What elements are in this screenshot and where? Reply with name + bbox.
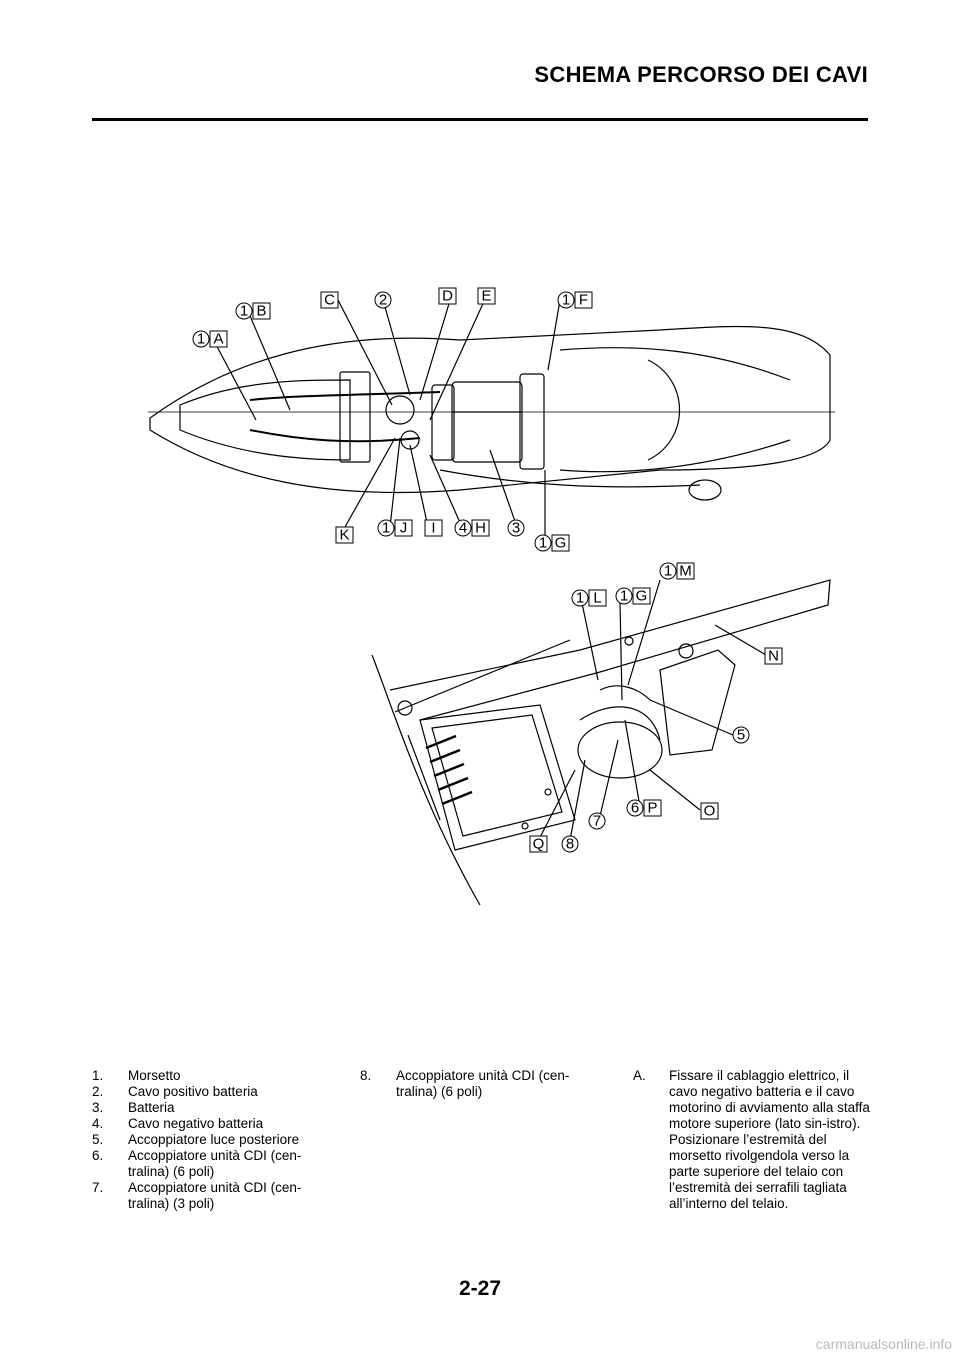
callout-5: 5: [732, 726, 750, 744]
svg-text:7: 7: [593, 813, 601, 830]
legend-item: 5.Accoppiatore luce posteriore: [92, 1132, 300, 1147]
svg-text:H: H: [475, 520, 486, 537]
callout-7: 7: [588, 812, 606, 830]
svg-text:D: D: [442, 288, 453, 305]
svg-text:N: N: [768, 648, 779, 665]
callout-O: O: [700, 802, 719, 820]
callout-E: E: [477, 287, 496, 305]
callout-1M: 1 M: [659, 562, 695, 580]
callout-1J: 1 J: [377, 519, 413, 537]
svg-text:1: 1: [240, 303, 248, 320]
svg-text:1: 1: [539, 535, 547, 552]
legend-item: 3.Batteria: [92, 1100, 175, 1115]
legend-item: 7.Accoppiatore unità CDI (cen-tralina) (…: [92, 1180, 302, 1211]
legend-item: 6.Accoppiatore unità CDI (cen-tralina) (…: [92, 1148, 302, 1179]
svg-text:B: B: [256, 303, 266, 320]
legend-item: 2.Cavo positivo batteria: [92, 1084, 258, 1099]
callout-1G-top: 1 G: [534, 534, 570, 552]
svg-text:Q: Q: [533, 836, 545, 853]
svg-text:P: P: [647, 800, 657, 817]
svg-text:4: 4: [459, 520, 467, 537]
legend-column-1: 1.Morsetto 2.Cavo positivo batteria 3.Ba…: [92, 1068, 328, 1212]
svg-text:2: 2: [379, 292, 387, 309]
svg-text:K: K: [339, 527, 349, 544]
page-number: 2-27: [458, 1277, 502, 1300]
callout-C: C: [320, 291, 339, 309]
svg-text:3: 3: [512, 520, 520, 537]
svg-text:1: 1: [562, 292, 570, 309]
svg-text:1: 1: [576, 590, 584, 607]
svg-text:C: C: [324, 292, 335, 309]
legend-column-3: A.Fissare il cablaggio elettrico, il cav…: [633, 1068, 873, 1212]
svg-text:6: 6: [631, 800, 639, 817]
callout-1L: 1 L: [571, 589, 607, 607]
svg-text:1: 1: [620, 588, 628, 605]
callout-2: 2: [374, 291, 392, 309]
callout-I: I: [424, 519, 443, 537]
callout-1A: 1 A: [192, 330, 228, 348]
callout-6P: 6 P: [626, 799, 662, 817]
callout-N: N: [764, 647, 783, 665]
callout-Q: Q: [529, 835, 548, 853]
svg-text:I: I: [431, 520, 435, 537]
svg-text:F: F: [579, 292, 588, 309]
callout-1F: 1 F: [557, 291, 593, 309]
callout-4H: 4 H: [454, 519, 490, 537]
legend-item: 8.Accoppiatore unità CDI (cen-tralina) (…: [360, 1068, 570, 1099]
callout-D: D: [438, 287, 457, 305]
svg-text:M: M: [679, 563, 692, 580]
wiring-diagram: 1 A 1 B C 2 D E 1 F K 1 J I: [148, 287, 835, 906]
svg-text:A: A: [213, 331, 223, 348]
callout-1B: 1 B: [235, 302, 271, 320]
svg-text:1: 1: [664, 563, 672, 580]
legend-item: 4.Cavo negativo batteria: [92, 1116, 264, 1131]
svg-text:5: 5: [737, 727, 745, 744]
svg-text:1: 1: [197, 331, 205, 348]
legend-column-2: 8.Accoppiatore unità CDI (cen-tralina) (…: [360, 1068, 596, 1100]
callout-8: 8: [561, 835, 579, 853]
svg-text:L: L: [593, 590, 601, 607]
svg-text:G: G: [555, 535, 567, 552]
header-rule: [92, 118, 868, 121]
legend-item: 1.Morsetto: [92, 1068, 181, 1083]
callout-K: K: [335, 526, 354, 544]
watermark-footer: carmanualsonline.info: [815, 1336, 952, 1352]
legend-item: A.Fissare il cablaggio elettrico, il cav…: [633, 1068, 870, 1211]
callout-3: 3: [507, 519, 525, 537]
svg-text:J: J: [400, 520, 408, 537]
svg-text:8: 8: [566, 836, 574, 853]
svg-text:1: 1: [382, 520, 390, 537]
callout-1G-bottom: 1 G: [615, 587, 651, 605]
page-title: SCHEMA PERCORSO DEI CAVI: [534, 62, 868, 87]
svg-text:E: E: [481, 288, 491, 305]
svg-text:G: G: [636, 588, 648, 605]
svg-text:O: O: [704, 803, 716, 820]
